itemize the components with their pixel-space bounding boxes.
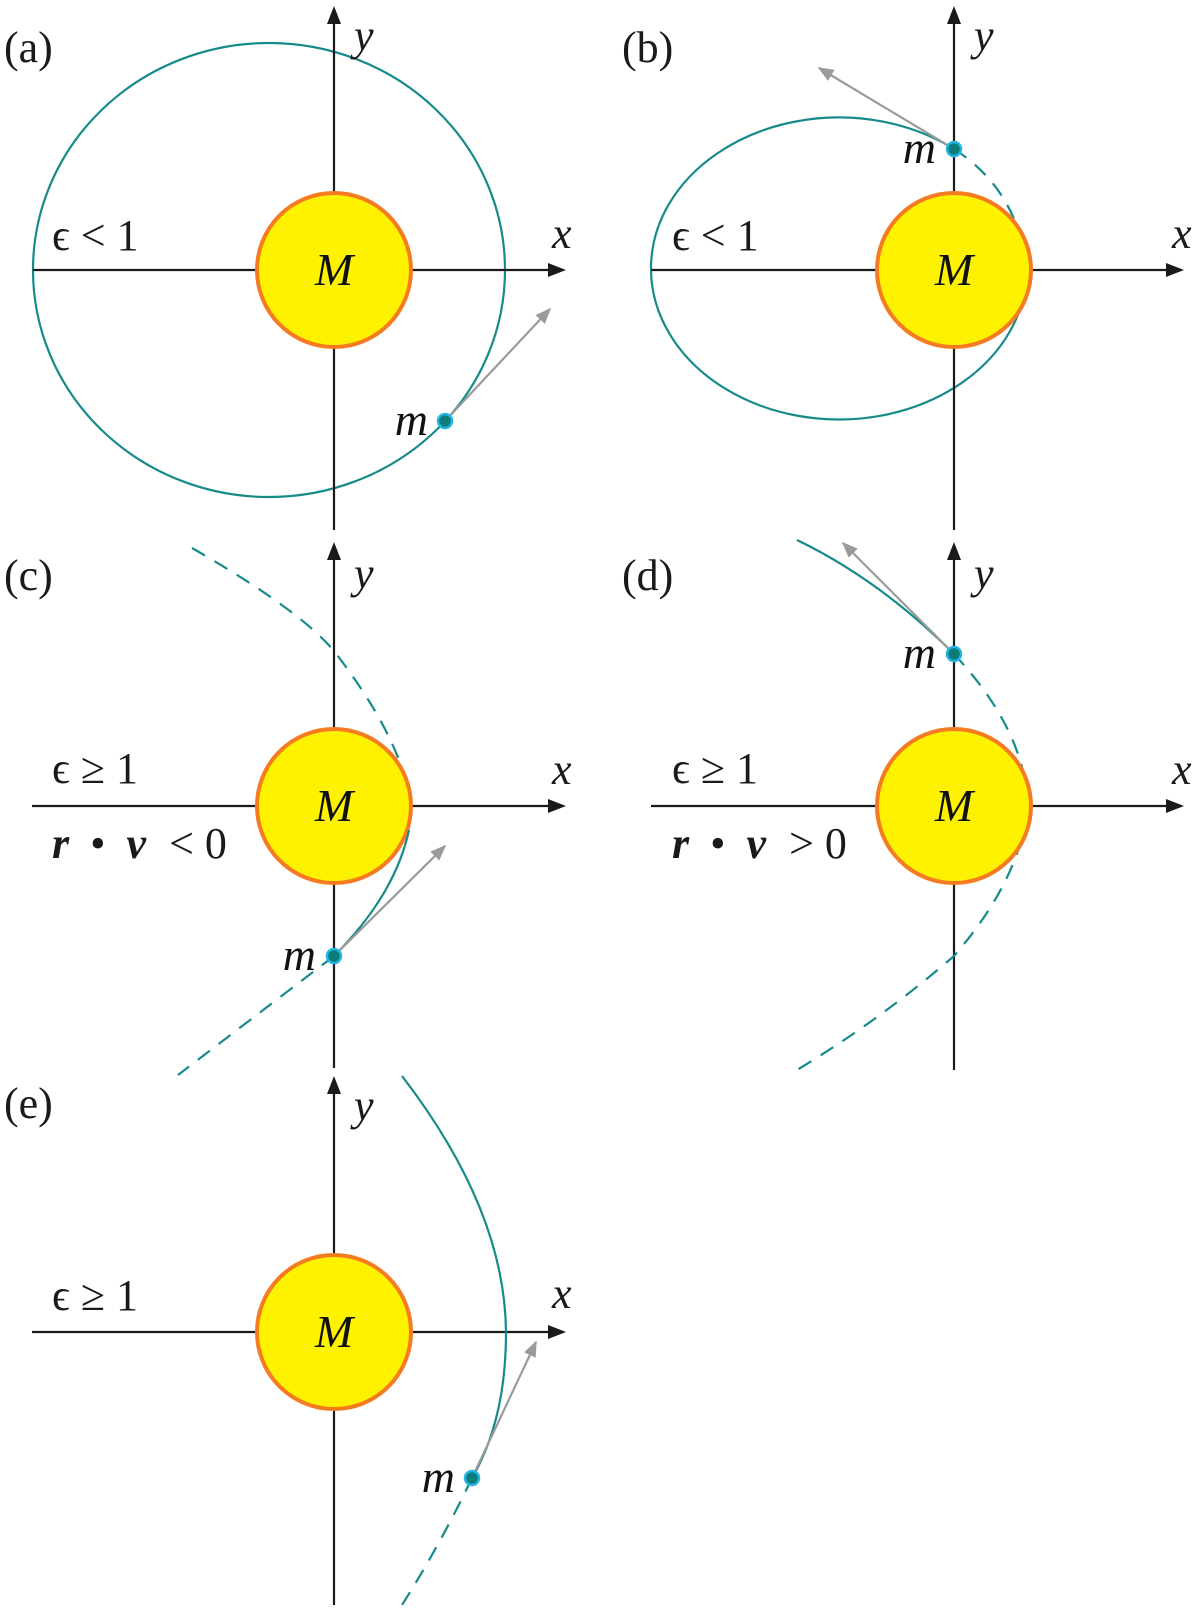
- dot-operator: •: [90, 819, 105, 868]
- particle-m: [945, 645, 963, 663]
- x-axis-label: x: [1171, 209, 1192, 258]
- eccentricity-condition: ϵ < 1: [672, 211, 759, 260]
- eccentricity-condition: ϵ < 1: [52, 211, 139, 260]
- r-vector: r: [52, 819, 70, 868]
- panel-label: (c): [4, 551, 53, 600]
- x-axis-arrow-icon: [548, 1325, 566, 1339]
- x-axis-arrow-icon: [1166, 799, 1184, 813]
- elliptical-orbit: [649, 116, 1029, 421]
- y-axis-arrow-icon: [947, 6, 961, 24]
- panel-a: (a) x y ϵ < 1 M m: [4, 6, 572, 530]
- eccentricity-condition: ϵ ≥ 1: [52, 744, 138, 793]
- central-mass: [875, 727, 1033, 885]
- particle-m: [463, 1469, 481, 1487]
- panel-e: (e) x y ϵ ≥ 1 M m: [4, 1075, 572, 1606]
- panel-label: (b): [622, 23, 673, 72]
- particle-m: [436, 412, 454, 430]
- panel-label: (d): [622, 551, 673, 600]
- panel-b: (b) x y ϵ < 1 M m: [622, 6, 1192, 530]
- v-vector: v: [127, 819, 147, 868]
- panel-d: (d) x y ϵ ≥ 1 r • v > 0 M m: [622, 539, 1192, 1071]
- particle-label: m: [903, 122, 936, 173]
- v-vector: v: [747, 819, 767, 868]
- x-axis-label: x: [1171, 745, 1192, 794]
- velocity-arrow: [471, 1340, 537, 1479]
- central-mass-label: M: [934, 780, 976, 831]
- radial-velocity-condition: r • v < 0: [52, 819, 227, 868]
- central-mass-label: M: [934, 244, 976, 295]
- particle-label: m: [422, 1451, 455, 1502]
- velocity-arrow: [333, 844, 447, 957]
- relation: < 0: [169, 819, 227, 868]
- y-axis-arrow-icon: [947, 542, 961, 560]
- y-axis-label: y: [350, 1081, 374, 1130]
- central-mass: [255, 727, 413, 885]
- x-axis-arrow-icon: [1166, 263, 1184, 277]
- radial-velocity-condition: r • v > 0: [672, 819, 847, 868]
- eccentricity-condition: ϵ ≥ 1: [672, 744, 758, 793]
- central-mass: [255, 191, 413, 349]
- panel-label: (e): [4, 1079, 53, 1128]
- r-vector: r: [672, 819, 690, 868]
- y-axis-label: y: [350, 549, 374, 598]
- panel-c: (c) x y ϵ ≥ 1 r • v < 0 M m: [4, 542, 572, 1076]
- particle-m: [325, 947, 343, 965]
- orbit-future-path-dashed: [191, 547, 410, 791]
- x-axis-arrow-icon: [548, 263, 566, 277]
- hyperbolic-orbit: [401, 1075, 508, 1479]
- y-axis-arrow-icon: [327, 1076, 341, 1094]
- particle-label: m: [283, 929, 316, 980]
- particle-label: m: [395, 394, 428, 445]
- y-axis-label: y: [350, 11, 374, 60]
- x-axis-label: x: [551, 745, 572, 794]
- particle-label: m: [903, 627, 936, 678]
- central-mass-label: M: [314, 780, 356, 831]
- x-axis-arrow-icon: [548, 799, 566, 813]
- x-axis-label: x: [551, 209, 572, 258]
- dot-operator: •: [710, 819, 725, 868]
- y-axis-arrow-icon: [327, 542, 341, 560]
- velocity-arrow: [841, 541, 955, 655]
- velocity-arrow: [817, 67, 955, 150]
- central-mass: [875, 191, 1033, 349]
- central-mass: [255, 1253, 413, 1411]
- y-axis-label: y: [970, 549, 994, 598]
- panel-label: (a): [4, 23, 53, 72]
- central-mass-label: M: [314, 1306, 356, 1357]
- x-axis-label: x: [551, 1269, 572, 1318]
- velocity-arrow: [444, 307, 552, 422]
- eccentricity-condition: ϵ ≥ 1: [52, 1271, 138, 1320]
- y-axis-label: y: [970, 11, 994, 60]
- relation: > 0: [789, 819, 847, 868]
- particle-m: [945, 140, 963, 158]
- central-mass-label: M: [314, 244, 356, 295]
- y-axis-arrow-icon: [327, 6, 341, 24]
